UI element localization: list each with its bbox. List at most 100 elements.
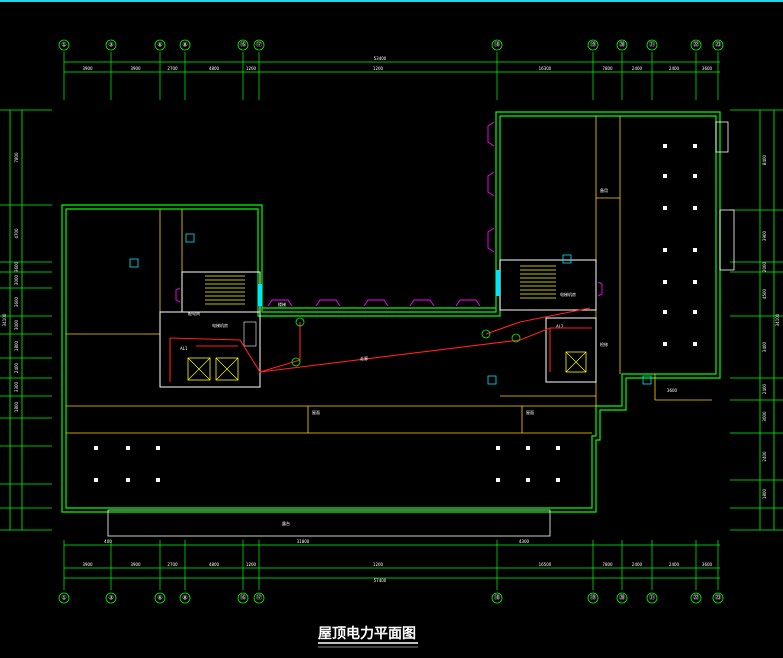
top-segment-dim: 3600 bbox=[702, 66, 713, 71]
axis-bubble-bottom bbox=[690, 592, 702, 604]
building-walls bbox=[61, 111, 721, 513]
roof-label-a: 屋面 bbox=[312, 409, 320, 415]
bottom-total-dim: 57400 bbox=[374, 578, 387, 583]
light-fixture bbox=[526, 446, 530, 450]
axis-bubble-top bbox=[616, 39, 628, 51]
axis-label-top: ㉑ bbox=[649, 41, 655, 49]
bottom-segment-dim: 3900 bbox=[130, 562, 141, 567]
light-fixture bbox=[663, 310, 667, 314]
left-elevator-b bbox=[215, 357, 239, 381]
outer-wall-outline bbox=[61, 111, 721, 513]
junction-3 bbox=[481, 329, 491, 339]
right-segment-dim: 4500 bbox=[762, 288, 767, 299]
top-segment-dim: 2700 bbox=[167, 66, 178, 71]
marker-right-stair bbox=[562, 254, 572, 264]
light-fixture bbox=[156, 446, 160, 450]
right-stair-treads bbox=[520, 265, 556, 299]
partition-lines bbox=[66, 116, 712, 434]
bottom-sub-dim-0: 400 bbox=[104, 539, 112, 544]
light-fixture bbox=[693, 280, 697, 284]
top-segment-dim: 3900 bbox=[82, 66, 93, 71]
left-segment-dim: 1800 bbox=[14, 340, 19, 351]
light-fixture bbox=[663, 144, 667, 148]
junction-4 bbox=[511, 333, 521, 343]
bottom-segment-dim: 16500 bbox=[539, 562, 552, 567]
top-total-dim: 53400 bbox=[374, 56, 387, 61]
axis-label-bottom: ㉑ bbox=[649, 594, 655, 602]
bottom-sub-dim-1: 31800 bbox=[297, 539, 310, 544]
axis-label-top: ⑲ bbox=[590, 41, 596, 49]
left-elevator-a bbox=[187, 357, 211, 381]
light-fixture bbox=[693, 174, 697, 178]
right-segment-dim: 2400 bbox=[762, 451, 767, 462]
axis-bubble-top bbox=[179, 39, 191, 51]
top-segment-dim: 7800 bbox=[602, 66, 613, 71]
axis-label-bottom: ⑯ bbox=[240, 594, 246, 602]
top-segment-dim: 1200 bbox=[246, 66, 257, 71]
corridor-label: 走廊 bbox=[360, 355, 368, 361]
junction-2 bbox=[291, 357, 301, 367]
axis-bubble-top bbox=[712, 39, 724, 51]
axis-label-bottom: ⑲ bbox=[590, 594, 596, 602]
light-fixture bbox=[693, 342, 697, 346]
axis-label-top: ⑥ bbox=[157, 42, 162, 49]
left-segment-dim: 1800 bbox=[14, 401, 19, 412]
light-fixture bbox=[126, 478, 130, 482]
axis-label-top: ㉒ bbox=[693, 41, 699, 49]
vent-6 bbox=[487, 121, 495, 147]
light-fixture bbox=[156, 478, 160, 482]
axis-bubble-bottom bbox=[58, 592, 70, 604]
light-fixture bbox=[556, 446, 560, 450]
left-segment-dim: 2400 bbox=[14, 362, 19, 373]
left-room-label-a: 配电间 bbox=[188, 310, 200, 316]
right-protrusion-mid bbox=[719, 209, 735, 271]
axis-label-bottom: ⑰ bbox=[256, 594, 262, 602]
vent-4 bbox=[409, 299, 435, 307]
right-dimension-block bbox=[759, 110, 775, 530]
right-segment-dim: 8400 bbox=[762, 154, 767, 165]
light-fixture bbox=[663, 248, 667, 252]
right-segment-dim: 3900 bbox=[762, 230, 767, 241]
axis-label-top: ⑯ bbox=[240, 41, 246, 49]
balcony-label: 露台 bbox=[282, 520, 290, 526]
right-segment-dim: 3000 bbox=[762, 411, 767, 422]
stair-label: 楼梯 bbox=[278, 301, 286, 307]
axis-bubble-bottom bbox=[253, 592, 265, 604]
bottom-sub-dim-2: 4300 bbox=[519, 539, 530, 544]
balcony-strip bbox=[107, 509, 551, 537]
top-segment-dim: 2400 bbox=[669, 66, 680, 71]
right-segment-dim: 1800 bbox=[762, 488, 767, 499]
right-panel-label: AL2 bbox=[556, 324, 564, 329]
axis-bubble-bottom bbox=[154, 592, 166, 604]
bottom-segment-dim: 2400 bbox=[632, 562, 643, 567]
axis-label-bottom: ① bbox=[61, 595, 66, 602]
top-segment-dim: 4800 bbox=[209, 66, 220, 71]
axis-bubble-top bbox=[491, 39, 503, 51]
axis-bubble-top bbox=[105, 39, 117, 51]
light-fixture bbox=[663, 342, 667, 346]
right-stair-room bbox=[499, 259, 597, 311]
axis-bubble-top bbox=[253, 39, 265, 51]
right-total-dim: 34100 bbox=[775, 313, 780, 326]
junction-symbols bbox=[291, 317, 521, 367]
axis-bubble-top bbox=[587, 39, 599, 51]
light-fixture bbox=[663, 174, 667, 178]
axis-bubble-bottom bbox=[491, 592, 503, 604]
light-fixture bbox=[496, 446, 500, 450]
vent-9 bbox=[175, 287, 181, 303]
axis-label-top: ⑧ bbox=[182, 42, 187, 49]
marker-left-col bbox=[185, 233, 195, 243]
drawing-title: 屋顶电力平面图 bbox=[318, 625, 416, 642]
axis-label-top: ⑳ bbox=[619, 41, 625, 49]
bottom-segment-dim: 3600 bbox=[702, 562, 713, 567]
left-core-block: 配电间 电梯机房 AL1 bbox=[159, 271, 262, 388]
axis-label-bottom: ㉓ bbox=[715, 594, 721, 602]
left-panel-cabinet bbox=[243, 321, 257, 347]
roof-label-b: 屋面 bbox=[526, 409, 534, 415]
right-machine-room bbox=[545, 317, 597, 383]
axis-bubble-bottom bbox=[179, 592, 191, 604]
